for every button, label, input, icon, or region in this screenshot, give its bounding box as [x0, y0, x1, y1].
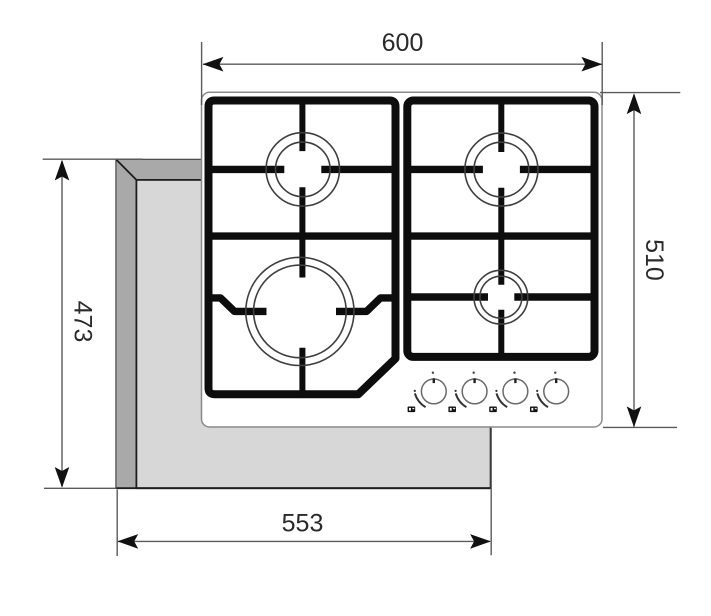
svg-text:553: 553: [282, 509, 324, 537]
svg-text:473: 473: [69, 301, 97, 343]
svg-text:510: 510: [640, 239, 668, 281]
svg-text:600: 600: [382, 29, 424, 57]
